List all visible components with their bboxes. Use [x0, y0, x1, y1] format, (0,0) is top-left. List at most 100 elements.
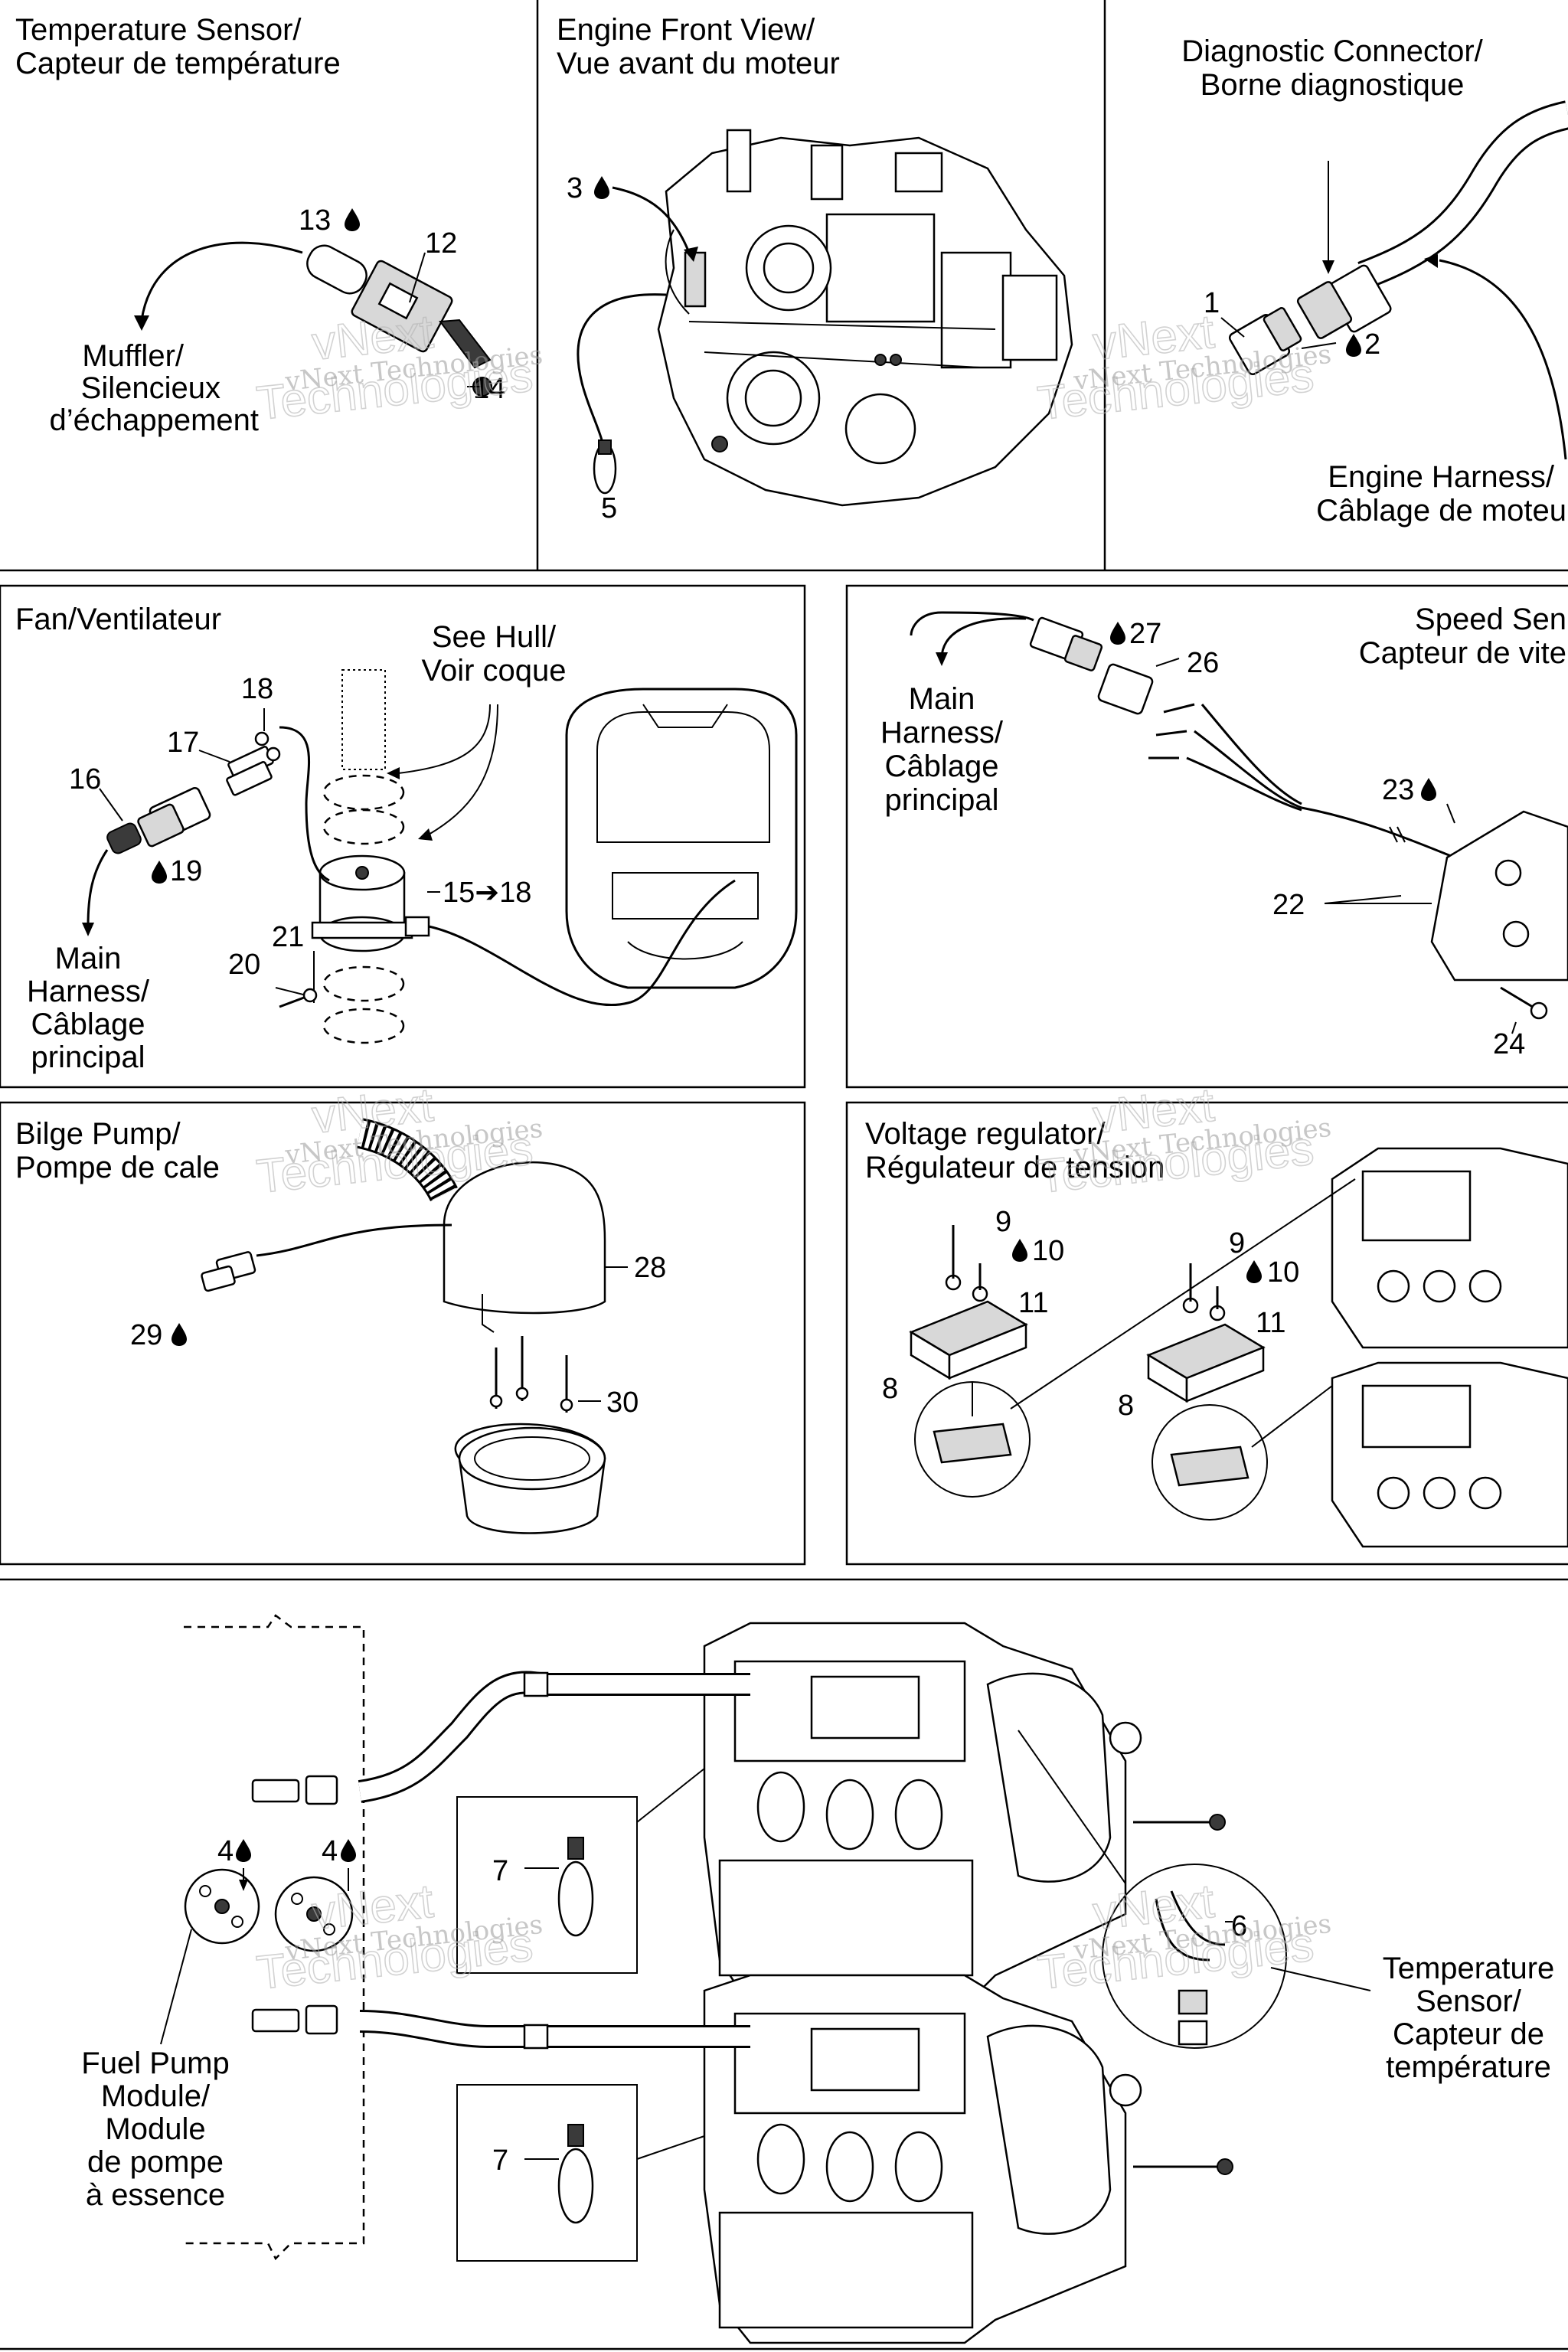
callout-number: 7 [492, 1855, 508, 1887]
callout-number: 11 [1018, 1287, 1048, 1319]
callout-number: 4 [322, 1835, 338, 1867]
diagnostic-harness-part [1228, 100, 1568, 376]
callout-number: 9 [1229, 1227, 1245, 1259]
destination-label: Harness/ [27, 975, 150, 1008]
voltage-regulator-part [1146, 1263, 1268, 1521]
destination-label: Module [105, 2112, 205, 2146]
callout-number: 7 [492, 2145, 508, 2177]
callout-number: 18 [241, 673, 273, 705]
lubricant-drop-icon [341, 1839, 356, 1862]
destination-label: Silencieux [81, 371, 220, 405]
fuel-pump-module-part [184, 1868, 354, 1952]
destination-label: Muffler/ [82, 339, 185, 373]
temperature-sensor-part [306, 244, 492, 397]
lubricant-drop-icon [1421, 778, 1436, 801]
destination-label: Capteur de [1393, 2017, 1544, 2051]
destination-label: Fuel Pump [81, 2047, 229, 2080]
lubricant-drop-icon [1346, 334, 1361, 357]
engine-illustration [703, 1622, 1226, 2007]
panel-harness-assembly: 4 4 7 7 6 Fuel Pump Module/ Module de po… [81, 1614, 1554, 2344]
callout-number: 23 [1382, 774, 1414, 806]
panel-title: Bilge Pump/ [15, 1117, 181, 1151]
leader-line [1439, 259, 1567, 460]
panel-title: Capteur de température [15, 47, 341, 80]
callout-number: 28 [634, 1252, 666, 1284]
callout-number: 30 [606, 1387, 639, 1419]
callout-number: 5 [601, 492, 617, 524]
engine-illustration [657, 129, 1073, 507]
screw-part [279, 988, 318, 1008]
lubricant-drop-icon [1012, 1239, 1027, 1262]
destination-label: Câblage [884, 750, 998, 783]
voltage-regulator-part [909, 1225, 1031, 1498]
engine-harness-part [251, 1671, 750, 2050]
destination-label: d’échappement [49, 403, 259, 437]
panel-diagnostic-connector: Diagnostic Connector/ Borne diagnostique… [1181, 34, 1568, 528]
destination-label: Harness/ [880, 716, 1004, 750]
speed-sensor-part [1430, 810, 1568, 1020]
callout-number: 15➔18 [443, 877, 531, 909]
fan-part [311, 854, 430, 952]
destination-label: See Hull/ [432, 620, 557, 654]
callout-number: 12 [425, 227, 457, 260]
callout-number: 14 [473, 373, 505, 405]
panel-title: Engine Front View/ [557, 13, 815, 47]
engine-illustration [703, 1974, 1233, 2344]
destination-label: Câblage [31, 1008, 145, 1041]
panel-engine-front-view: Engine Front View/ Vue avant du moteur [557, 13, 1073, 524]
destination-label: principal [885, 783, 999, 817]
lubricant-drop-icon [172, 1323, 187, 1346]
panel-title: Fan/Ventilateur [15, 603, 221, 636]
lubricant-drop-icon [236, 1839, 251, 1862]
panel-temperature-sensor: Temperature Sensor/ Capteur de températu… [15, 13, 505, 437]
panel-title: Diagnostic Connector/ [1181, 34, 1483, 68]
callout-number: 26 [1187, 647, 1219, 679]
destination-label: principal [31, 1040, 145, 1074]
speed-sensor-connector-part [910, 611, 1455, 859]
hull-illustration [565, 688, 798, 989]
destination-label: Câblage de moteu [1316, 494, 1566, 528]
callout-number: 10 [1267, 1256, 1299, 1289]
destination-label: de pompe [87, 2145, 224, 2179]
panel-bilge-pump: Bilge Pump/ Pompe de cale 28 29 [15, 1117, 666, 1534]
fan-connector-part [106, 731, 281, 854]
lubricant-drop-icon [1110, 622, 1125, 645]
cable-tie-part [593, 439, 617, 495]
callout-number: 29 [130, 1319, 162, 1351]
lubricant-drop-icon [1246, 1260, 1262, 1283]
panel-title: Capteur de vite [1359, 636, 1566, 670]
panel-title: Borne diagnostique [1200, 68, 1465, 102]
destination-label: Voir coque [421, 654, 566, 688]
engine-illustration [1331, 1147, 1568, 1548]
panel-title: Régulateur de tension [865, 1151, 1165, 1184]
destination-label: Sensor/ [1416, 1984, 1522, 2018]
panel-title: Vue avant du moteur [557, 47, 840, 80]
lubricant-drop-icon [594, 176, 609, 199]
panel-title: Speed Sen [1415, 603, 1566, 636]
callout-number: 11 [1256, 1307, 1285, 1339]
vent-hose-part [322, 669, 405, 1044]
bilge-pump-part [356, 1118, 628, 1333]
callout-number: 10 [1032, 1235, 1064, 1267]
callout-number: 4 [217, 1835, 234, 1867]
temperature-sensor-inset [1018, 1730, 1371, 2049]
panel-fan: Fan/Ventilateur See Hull/ Voir coque [15, 603, 798, 1074]
callout-number: 20 [228, 949, 260, 981]
callout-number: 8 [882, 1373, 898, 1405]
callout-number: 17 [167, 727, 199, 759]
cable-tie-inset [456, 1768, 705, 2262]
callout-number: 6 [1231, 1910, 1247, 1942]
callout-number: 2 [1364, 328, 1380, 361]
panel-speed-sensor: Speed Sen Capteur de vite [880, 603, 1568, 1060]
callout-number: 27 [1129, 618, 1161, 650]
callout-number: 8 [1118, 1390, 1134, 1422]
callout-number: 19 [170, 855, 202, 887]
callout-number: 24 [1493, 1028, 1525, 1060]
lubricant-drop-icon [345, 208, 360, 231]
leader-line [577, 293, 667, 460]
callout-number: 16 [69, 763, 101, 795]
callout-number: 9 [995, 1206, 1011, 1238]
callout-number: 13 [299, 204, 331, 237]
